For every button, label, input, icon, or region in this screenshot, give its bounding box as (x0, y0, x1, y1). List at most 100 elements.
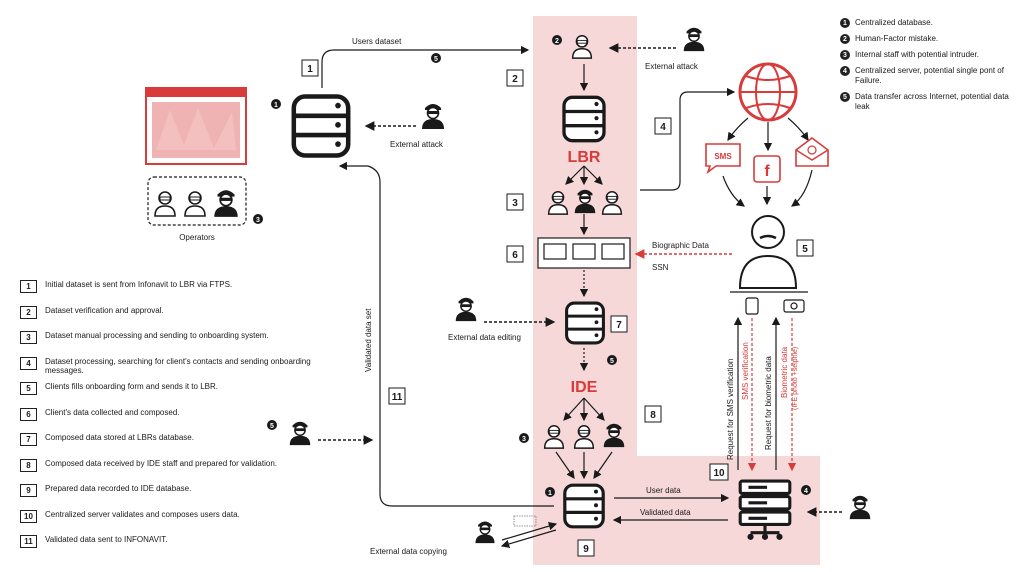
legend-row: 2 Dataset verification and approval. (20, 305, 320, 332)
risk-text: Human-Factor mistake. (855, 34, 939, 43)
email-icon (795, 137, 829, 167)
lbr-composed-database (564, 301, 606, 345)
legend-text: Dataset manual processing and sending to… (45, 331, 269, 340)
ide-transfer-risk: 5 (610, 358, 614, 365)
legend-num: 2 (20, 305, 37, 319)
ide-label: IDE (571, 379, 598, 396)
legend-row: 8 Composed data received by IDE staff and… (20, 458, 320, 485)
external-attack-2-label: External attack (645, 62, 699, 71)
user-data-label: User data (646, 486, 681, 495)
server-risk: 4 (804, 488, 808, 495)
legend-text: Clients fills onboarding form and sends … (45, 382, 218, 391)
client-person (738, 215, 798, 289)
ide-db-risk: 1 (548, 490, 552, 497)
legend-num: 5 (20, 382, 37, 395)
ssn-label: SSN (652, 263, 669, 272)
intruder-3 (454, 296, 478, 322)
risk-num: 1 (840, 18, 850, 28)
legend-row: 5 Clients fills onboarding form and sends… (20, 382, 320, 408)
legend-row: 10 Centralized server validates and compo… (20, 509, 320, 536)
risk-text: Centralized database. (855, 18, 933, 27)
operators-risk: 3 (256, 217, 260, 224)
step-8-marker: 8 (650, 410, 656, 421)
legend-text: Composed data received by IDE staff and … (45, 458, 277, 468)
top-arrow-risk: 5 (434, 56, 438, 63)
sms-verification-label: SMS verification (741, 342, 750, 400)
step-9-marker: 9 (583, 544, 589, 555)
risk-num: 5 (840, 92, 850, 102)
users-dataset-label: Users dataset (352, 37, 402, 46)
step-4-marker: 4 (660, 122, 666, 133)
legend-text: Validated data sent to INFONAVIT. (45, 535, 168, 544)
legend-num: 7 (20, 433, 37, 446)
legend-num: 6 (20, 407, 37, 421)
biographic-label: Biographic Data (652, 241, 709, 250)
step-5-marker: 5 (802, 244, 808, 255)
operators-label: Operators (179, 233, 215, 242)
legend-num: 10 (20, 509, 37, 523)
step-7-marker: 7 (616, 320, 622, 331)
biometric-sub-label: (IFE photo +selphie) (792, 347, 799, 410)
legend-num: 11 (20, 535, 37, 548)
ide-database (563, 483, 605, 529)
risk-row: 3 Internal staff with potential intruder. (840, 50, 1020, 60)
legend-row: 4 Dataset processing, searching for clien… (20, 356, 320, 383)
risk-num: 2 (840, 34, 850, 44)
sms-icon: SMS (705, 143, 741, 175)
external-data-editing-label: External data editing (448, 333, 521, 342)
legend-text: Dataset verification and approval. (45, 305, 164, 315)
intruder-6 (848, 494, 872, 520)
legend-row: 11 Validated data sent to INFONAVIT. (20, 535, 320, 561)
ide-staff-risk: 3 (522, 436, 526, 443)
legend-row: 9 Prepared data recorded to IDE database. (20, 484, 320, 510)
legend-text: Initial dataset is sent from Infonavit t… (45, 280, 233, 289)
step-2-marker: 2 (512, 74, 518, 85)
legend-text: Client's data collected and composed. (45, 407, 180, 417)
legend-text: Centralized server validates and compose… (45, 509, 240, 519)
risk-row: 2 Human-Factor mistake. (840, 34, 1020, 44)
risk-num: 3 (840, 50, 850, 60)
risk-legend: 1 Centralized database. 2 Human-Factor mis… (840, 18, 1020, 118)
legend-num: 4 (20, 356, 37, 370)
risk-text: Data transfer across Internet, potential… (855, 92, 1009, 111)
legend-text: Prepared data recorded to IDE database. (45, 484, 192, 493)
legend-row: 7 Composed data stored at LBRs database. (20, 433, 320, 459)
risk-row: 5 Data transfer across Internet, potentia… (840, 92, 1020, 112)
intruder-2 (682, 26, 706, 52)
external-attack-1-label: External attack (390, 140, 444, 149)
validated-dataset-label: Validated data set (364, 308, 373, 372)
risk-num: 4 (840, 66, 850, 76)
legend-num: 9 (20, 484, 37, 497)
users-dataset-arrow (321, 45, 530, 88)
processing-to-internet-arrow (640, 87, 736, 191)
intruder-4 (474, 520, 496, 544)
validated-data-label: Validated data (640, 508, 691, 517)
operators-group (147, 176, 247, 226)
risk-row: 1 Centralized database. (840, 18, 1020, 28)
intruder-1 (421, 103, 445, 130)
legend-num: 3 (20, 331, 37, 344)
step-10-marker: 10 (713, 468, 725, 479)
step-6-marker: 6 (512, 250, 518, 261)
left-intruder-risk: 5 (270, 423, 274, 430)
risk-row: 4 Centralized server, potential single po… (840, 66, 1020, 86)
biometric-label: Biometric data (780, 346, 789, 398)
infonavit-database (294, 97, 348, 156)
facebook-label: f (764, 163, 770, 180)
internet-globe (738, 62, 798, 122)
data-composition-screens (537, 237, 631, 269)
legend-text: Dataset processing, searching for client… (45, 356, 311, 376)
db-top-risk: 1 (274, 102, 278, 109)
phone-icon (745, 297, 759, 315)
risk-text: Internal staff with potential intruder. (855, 50, 979, 59)
step-1-marker: 1 (307, 64, 313, 75)
legend-num: 8 (20, 458, 37, 472)
svg-text:2: 2 (555, 38, 559, 45)
lbr-label: LBR (568, 149, 601, 166)
step-11-marker: 11 (392, 392, 403, 403)
risk-text: Centralized server, potential single pon… (855, 66, 1004, 85)
legend-text: Composed data stored at LBRs database. (45, 433, 194, 442)
